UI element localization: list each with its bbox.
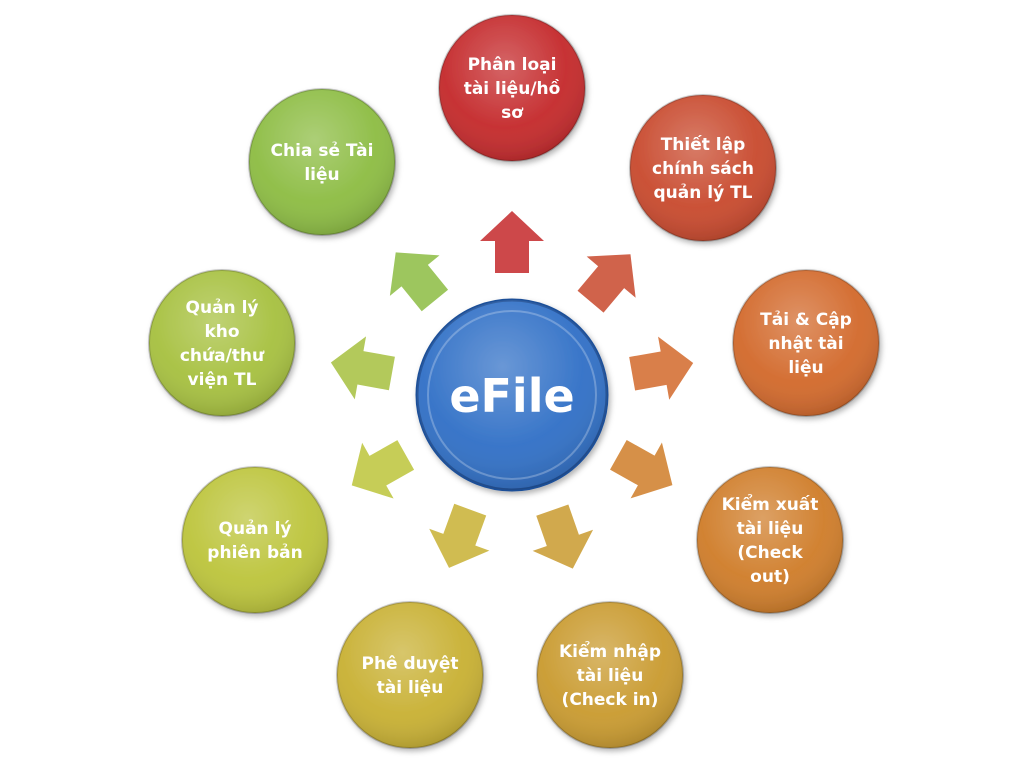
node-label: Phê duyệt tài liệu (361, 654, 458, 698)
node-label-line: out) (750, 567, 790, 587)
node-label-line: quản lý TL (653, 183, 752, 203)
node-label-line: viện TL (188, 370, 257, 390)
arrows-layer (330, 211, 694, 569)
node-shine (697, 467, 843, 613)
node-shine (182, 467, 328, 613)
node-label-line: tài liệu (577, 666, 644, 686)
node-label: Kiểm xuất tài liệu (Check out) (722, 493, 819, 587)
node-label-line: Kiểm xuất (722, 493, 819, 515)
node-label-line: phiên bản (207, 543, 302, 563)
arrow-icon (629, 336, 694, 400)
node-label-line: Quản lý (186, 298, 259, 318)
node-2[interactable]: Tải & Cập nhật tài liệu (732, 269, 880, 417)
node-label-line: kho (204, 322, 239, 342)
node-8[interactable]: Chia sẻ Tài liệu (248, 88, 396, 236)
node-6[interactable]: Quản lý phiên bản (181, 466, 329, 614)
center-label: eFile (449, 369, 574, 423)
node-1[interactable]: Thiết lập chính sách quản lý TL (629, 94, 777, 242)
arrow-icon (389, 252, 449, 312)
node-label-line: Chia sẻ Tài (271, 141, 374, 161)
node-label-line: Thiết lập (661, 134, 746, 155)
node-label-line: liệu (304, 165, 339, 185)
arrow-icon (330, 336, 395, 400)
node-label-line: liệu (788, 358, 823, 378)
arrow-icon (429, 503, 490, 568)
node-label: Phân loại tài liệu/hồ sơ (464, 55, 561, 123)
node-shine (537, 602, 683, 748)
center-node[interactable]: eFile (415, 298, 609, 492)
node-label: Kiểm nhập tài liệu (Check in) (559, 640, 661, 710)
node-label-line: Kiểm nhập (559, 640, 661, 662)
node-label-line: chính sách (652, 159, 754, 179)
node-label-line: nhật tài (768, 334, 843, 354)
node-label-line: chứa/thư (180, 346, 265, 366)
node-label-line: tài liệu (737, 519, 804, 539)
arrow-icon (532, 504, 594, 569)
node-shine (149, 270, 295, 416)
node-label-line: (Check (737, 543, 803, 563)
node-label: Quản lý phiên bản (207, 519, 302, 563)
node-label: Quản lý kho chứa/thư viện TL (180, 298, 265, 390)
node-0[interactable]: Phân loại tài liệu/hồ sơ (438, 14, 586, 162)
node-label-line: tài liệu/hồ (464, 78, 561, 99)
node-shine (249, 89, 395, 235)
node-label-line: Tải & Cập (760, 310, 852, 330)
center-shine (417, 300, 607, 490)
node-label-line: sơ (501, 103, 524, 123)
node-shine (733, 270, 879, 416)
node-shine (439, 15, 585, 161)
node-shine (337, 602, 483, 748)
node-shine (630, 95, 776, 241)
node-label-line: Phân loại (468, 55, 557, 75)
node-7[interactable]: Quản lý kho chứa/thư viện TL (148, 269, 296, 417)
node-label-line: (Check in) (562, 690, 659, 710)
node-label-line: Phê duyệt (361, 654, 458, 674)
node-4[interactable]: Kiểm nhập tài liệu (Check in) (536, 601, 684, 749)
arrow-icon (577, 254, 636, 313)
arrow-icon (351, 440, 415, 499)
node-label: Chia sẻ Tài liệu (271, 141, 374, 185)
node-label-line: tài liệu (377, 678, 444, 698)
node-label-line: Quản lý (219, 519, 292, 539)
node-label: Tải & Cập nhật tài liệu (760, 310, 852, 378)
node-3[interactable]: Kiểm xuất tài liệu (Check out) (696, 466, 844, 614)
center-rim (427, 310, 597, 480)
node-label: Thiết lập chính sách quản lý TL (652, 134, 754, 203)
node-5[interactable]: Phê duyệt tài liệu (336, 601, 484, 749)
arrow-icon (610, 439, 673, 499)
arrow-icon (480, 211, 544, 273)
